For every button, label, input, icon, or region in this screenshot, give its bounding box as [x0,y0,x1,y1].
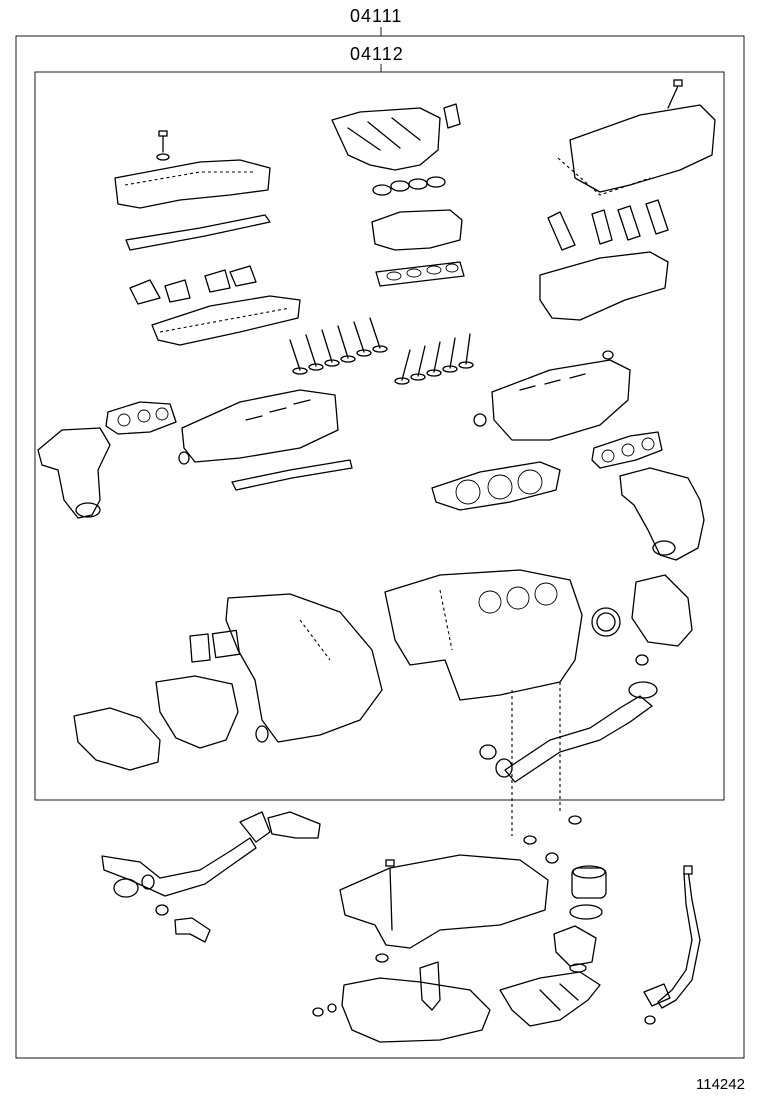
oil-filter-gasket [569,904,603,920]
valve-set-left [289,317,388,375]
valve-cover-left [114,159,271,209]
timing-chain-cover [225,593,383,743]
cylinder-head-right [491,359,631,441]
oil-filter [571,867,607,899]
inner-kit-frame [34,71,725,801]
oil-cooler-pipe [267,811,321,839]
outer-kit-frame [15,35,745,1059]
water-inlet-housing [113,878,139,898]
gasket-small-top [443,103,461,129]
valve-cover-right [569,104,716,193]
seal-ring-right [473,413,487,427]
oil-level-gauge-guide [657,869,701,1009]
figure-number: 114242 [696,1076,745,1093]
oil-gauge-o-ring [644,1015,656,1025]
oil-filter-bracket [553,925,597,967]
bolt-part [156,130,170,161]
o-ring-lower-2 [568,815,582,825]
water-outlet-housing [73,707,161,771]
small-gasket-plate [189,633,211,663]
crank-seal-front [255,725,269,743]
cam-cap-gaskets-left [129,265,257,305]
oil-pan-upper [339,854,549,949]
bracket-upper [239,811,271,843]
o-ring-pipe-mid [495,758,513,778]
intake-plenum [371,209,463,251]
grommet-block [635,654,649,666]
oil-strainer-gasket [375,953,389,963]
head-gasket-left [231,459,353,491]
exhaust-manifold-left-upper [151,295,301,346]
cylinder-block [384,569,583,701]
water-inlet-pipe [101,837,257,897]
oil-pipe-assy [499,971,601,1027]
oil-pan-lower [341,977,491,1043]
oil-pipe-gasket [569,963,587,973]
cylinder-head-left [181,389,339,463]
cam-cap-gaskets-right [547,199,669,251]
catalytic-manifold-right [619,467,705,561]
water-pump-gasket [155,675,239,749]
bypass-hose [174,917,211,943]
oil-cooler-o-ring [545,852,559,864]
rear-seal-retainer [631,574,693,647]
water-bypass-pipe [504,695,653,783]
intake-manifold-upper [331,107,441,171]
o-ring-lower-1 [523,835,537,845]
drain-plug-gasket [312,1007,324,1017]
rear-oil-seal [591,607,621,637]
seal-ring-left [178,451,190,465]
outer-kit-code-label: 04111 [350,6,403,26]
valve-set-right [394,333,474,385]
o-ring-pipe-left [479,744,497,760]
intake-gasket-set-1 [372,176,446,196]
intake-gasket-set-2 [375,261,465,287]
o-ring-inlet [141,874,155,890]
grommet-right [602,350,614,360]
drain-plug [327,1003,337,1013]
intake-manifold-right [539,251,669,321]
gasket-strip-left [125,214,271,251]
oil-gauge-bracket [643,983,671,1007]
exhaust-gasket-left [105,401,177,435]
exhaust-gasket-right [591,431,663,469]
inner-kit-code-label: 04112 [350,44,404,64]
catalytic-manifold-left [37,427,111,519]
oil-strainer [419,961,441,1011]
square-gasket [211,629,241,659]
head-gasket-right [431,461,561,511]
